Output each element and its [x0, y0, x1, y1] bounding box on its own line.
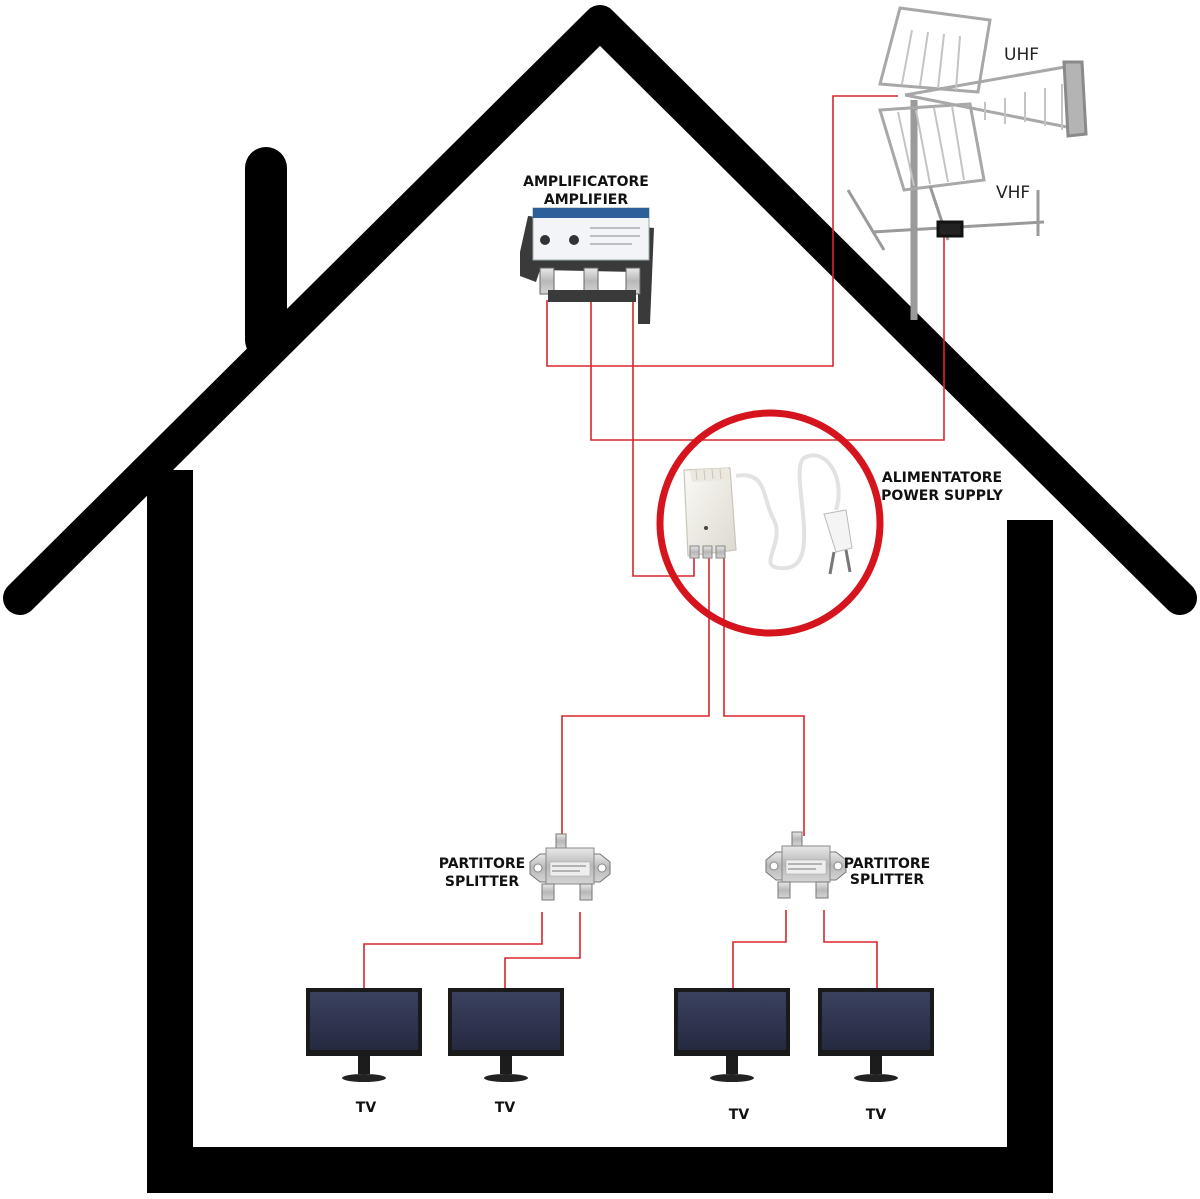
cable-splitter-left-to-tv-1 [363, 912, 543, 990]
power-supply-label-it: ALIMENTATORE [882, 470, 1002, 486]
vhf-label: VHF [996, 183, 1030, 203]
cable-splitter-right-to-tv-4 [823, 910, 878, 990]
splitter-left-label-it: PARTITORE [439, 856, 526, 872]
cable-antenna-uhf-to-amplifier [546, 95, 898, 367]
tv-3-icon [674, 988, 790, 1082]
amplifier-icon [520, 207, 654, 324]
tv-2-icon [448, 988, 564, 1082]
house-outline [3, 5, 1197, 1193]
splitter-right-label-en: SPLITTER [850, 872, 924, 888]
uhf-elements [897, 29, 1063, 187]
tv-4-icon [818, 988, 934, 1082]
cable-amplifier-to-power-supply [632, 300, 695, 577]
splitter-right-label-it: PARTITORE [844, 856, 931, 872]
tv-1-label: TV [356, 1100, 377, 1116]
cable-network [363, 95, 945, 990]
cable-antenna-vhf-to-amplifier [590, 236, 945, 441]
splitter-left-icon [529, 833, 611, 901]
amplifier-label-it: AMPLIFICATORE [523, 174, 649, 190]
tv-2-label: TV [495, 1100, 516, 1116]
splitter-left-label-en: SPLITTER [445, 874, 519, 890]
tv-4-label: TV [866, 1107, 887, 1123]
cable-power-supply-to-splitter-left [561, 556, 710, 840]
power-supply-icon [683, 453, 853, 575]
cable-splitter-left-to-tv-2 [504, 912, 581, 990]
splitter-right-icon [765, 831, 847, 899]
amplifier-label-en: AMPLIFIER [544, 192, 628, 208]
power-supply-label-en: POWER SUPPLY [881, 488, 1004, 504]
house-walls [147, 470, 1053, 1193]
house-roof [3, 5, 1197, 615]
uhf-label: UHF [1004, 45, 1039, 65]
antenna-icon [846, 6, 1088, 320]
uhf-antenna-icon [878, 6, 1088, 192]
tv-1-icon [306, 988, 422, 1082]
power-supply-highlight-ring [656, 409, 884, 637]
tv-3-label: TV [729, 1107, 750, 1123]
vhf-antenna-icon [846, 185, 1045, 251]
cable-power-supply-to-splitter-right [723, 556, 805, 836]
cable-splitter-right-to-tv-3 [732, 910, 787, 990]
